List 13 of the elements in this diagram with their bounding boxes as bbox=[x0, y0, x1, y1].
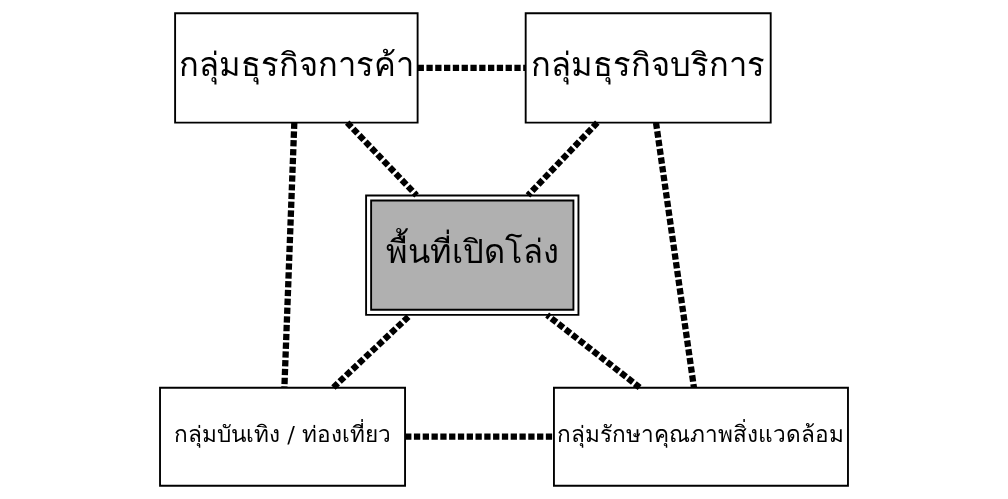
connector bbox=[652, 122, 698, 388]
connector bbox=[281, 122, 298, 388]
connector bbox=[331, 312, 413, 390]
node-box: พื้นที่เปิดโล่ง bbox=[365, 194, 580, 316]
node-box: กลุ่มธุรกิจการค้า bbox=[174, 12, 419, 124]
node-box: กลุ่มรักษาคุณภาพสิ่งแวดล้อม bbox=[553, 386, 849, 487]
connector bbox=[405, 433, 554, 440]
connector bbox=[525, 120, 600, 198]
connector bbox=[545, 312, 642, 390]
connector bbox=[344, 120, 419, 198]
node-box: กลุ่มธุรกิจบริการ bbox=[524, 12, 772, 124]
node-box: กลุ่มบันเทิง / ท่องเที่ยว bbox=[159, 386, 406, 487]
connector bbox=[417, 64, 526, 72]
